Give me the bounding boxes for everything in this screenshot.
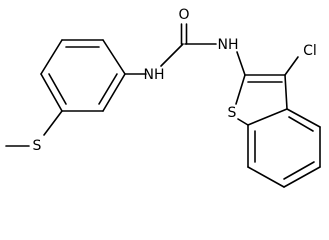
nh-right-thienyl-bond: [236, 51, 246, 76]
benzo-bond-3: [247, 166, 285, 188]
phenyl-bond-1: [102, 39, 126, 75]
phenyl-bond-3: [40, 39, 63, 75]
phenyl-bond-4: [40, 73, 63, 112]
phenyl-bond-6: [102, 73, 126, 112]
phenyl-inner-3: [98, 73, 118, 105]
chlorine-label: Cl: [303, 43, 317, 59]
benzo-bond-6: [286, 108, 321, 128]
atom-labels: O NH NH Cl S S: [33, 7, 317, 154]
phenyl-inner-2: [48, 73, 67, 105]
carbonyl-oxygen-label: O: [178, 7, 189, 23]
bonds: [5, 23, 321, 188]
thiophene-s-c7a-bond: [237, 118, 249, 126]
ring-sulfur-label: S: [228, 105, 237, 121]
c3-cl-bond: [284, 56, 299, 76]
benzo-bond-4: [283, 166, 321, 188]
thiophene-c3-c3a-bond: [284, 74, 288, 110]
thioether-sulfur-label: S: [33, 138, 42, 154]
c-nh-left-bond: [160, 43, 184, 67]
aryl-s-bond: [43, 110, 63, 136]
left-nh-label: NH: [144, 67, 165, 83]
benzo-bond-1: [247, 108, 288, 126]
benzo-inner-3: [288, 116, 314, 132]
thiophene-c2-s-bond: [235, 74, 246, 105]
right-nh-label: NH: [218, 37, 239, 53]
structure-diagram: O NH NH Cl S S: [5, 7, 321, 188]
benzo-inner-2: [283, 161, 315, 180]
